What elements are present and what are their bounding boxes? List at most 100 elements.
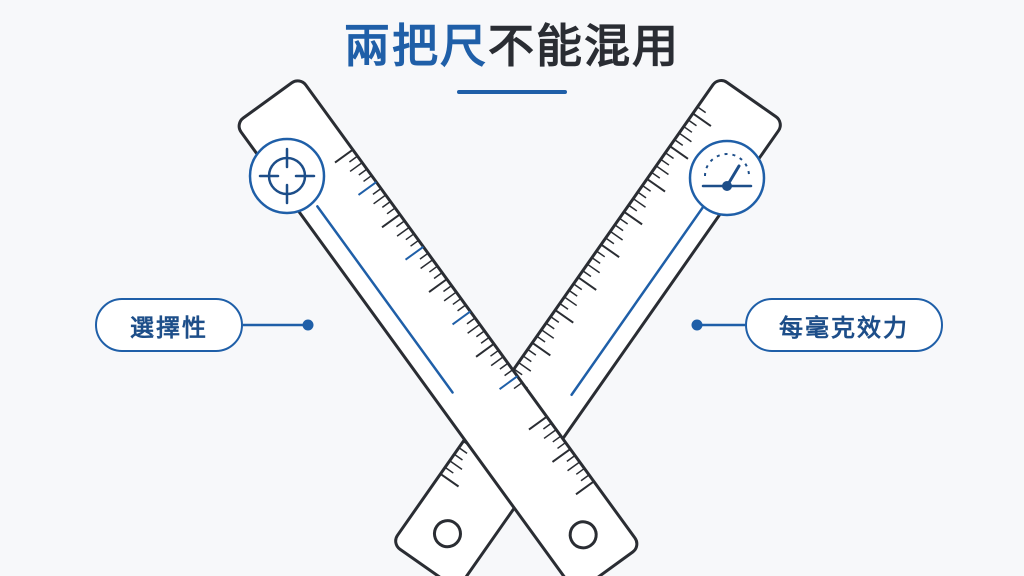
ruler-tick [692,112,712,127]
ruler-tick [568,289,578,297]
ruler-tick [358,168,368,176]
ruler-tick [518,361,532,372]
ruler-tick [527,348,537,356]
ruler-tick [439,473,460,488]
ruler-tick [386,207,396,215]
ruler-tick [458,447,468,455]
ruler-tick [419,252,429,260]
ruler-tick [580,474,590,482]
ruler-tick [557,441,567,450]
ruler-tick [420,259,434,270]
ruler-tick [683,125,693,133]
ruler-tick [457,304,467,312]
ruler-tick [405,233,415,241]
ruler-tick [372,187,382,196]
title-underline [457,90,567,94]
ruler-tick [490,349,500,357]
ruler-tick [632,198,646,208]
ruler-tick [443,291,457,302]
ruler-tick [628,204,638,212]
ruler-tick [678,132,692,143]
ruler-tick [522,355,532,363]
ruler-tick [575,480,595,496]
ruler-tick [475,343,495,358]
ruler-tick [591,257,601,264]
ruler-tick [609,230,624,241]
ruler-tick [349,162,363,173]
ruler-tick [348,155,358,163]
ruler-tick [559,302,569,310]
ruler-tick [605,237,615,245]
ruler-tick [566,454,576,462]
ruler-tick [545,322,555,330]
ruler-tick [499,362,509,370]
gauge-icon [688,139,766,217]
ruler-tick [582,270,592,278]
ruler-tick [531,342,551,357]
ruler-tick [586,263,601,274]
ruler-tick [550,315,560,323]
left-connector [243,319,314,331]
ruler-tick [655,165,669,176]
ruler-tick [395,220,405,228]
ruler-tick [513,368,523,376]
ruler-tick [619,217,629,225]
label-potency-per-mg: 每毫克效力 [745,298,943,352]
label-selectivity: 選擇性 [95,298,243,352]
ruler-left-body [237,79,639,576]
ruler-tick [687,119,697,127]
ruler-tick [543,428,557,440]
ruler-tick [567,461,581,472]
crosshair-icon [248,137,326,215]
ruler-left-ticks [334,148,595,496]
ruler-tick [646,178,666,193]
ruler-left-hole [568,520,598,550]
ruler-tick [453,453,463,461]
ruler-tick [542,422,552,430]
ruler-tick [449,460,463,470]
title-highlight: 兩把尺 [344,19,488,73]
ruler-tick [641,184,652,192]
ruler-tick [396,226,410,237]
ruler-tick [444,466,454,474]
ruler-tick [466,317,476,325]
ruler-tick [536,335,546,343]
ruler-tick [428,265,438,273]
ruler-tick [480,336,490,344]
ruler-left [237,79,639,576]
right-connector [691,319,745,331]
ruler-tick [623,210,643,226]
ruler-tick [504,369,514,377]
ruler-tick [697,106,707,114]
ruler-tick [551,448,571,463]
title-rest: 不能混用 [488,19,680,73]
ruler-right-hole [432,519,462,549]
ruler-left-accent-line [316,205,454,394]
ruler-tick [373,194,387,205]
ruler-tick [381,213,401,229]
ruler-tick [573,283,583,291]
ruler-tick [498,375,518,390]
ruler-tick [334,148,354,164]
ruler-tick [637,191,647,199]
ruler-tick [404,245,424,261]
ruler-tick [451,310,471,326]
ruler-tick [513,382,523,390]
ruler-tick [541,329,555,339]
ruler-tick [363,174,373,183]
ruler-tick [660,158,670,166]
ruler-tick [490,356,504,367]
ruler-right-accent-line [570,180,722,397]
page-title: 兩把尺不能混用 [0,14,1024,78]
ruler-tick [614,224,624,232]
ruler-tick [452,297,462,306]
ruler-tick [433,272,443,280]
ruler-tick [600,243,620,258]
ruler-tick [651,171,661,179]
ruler-tick [357,181,377,196]
ruler-tick [410,239,420,247]
ruler-tick [528,415,548,431]
ruler-tick [381,200,391,208]
